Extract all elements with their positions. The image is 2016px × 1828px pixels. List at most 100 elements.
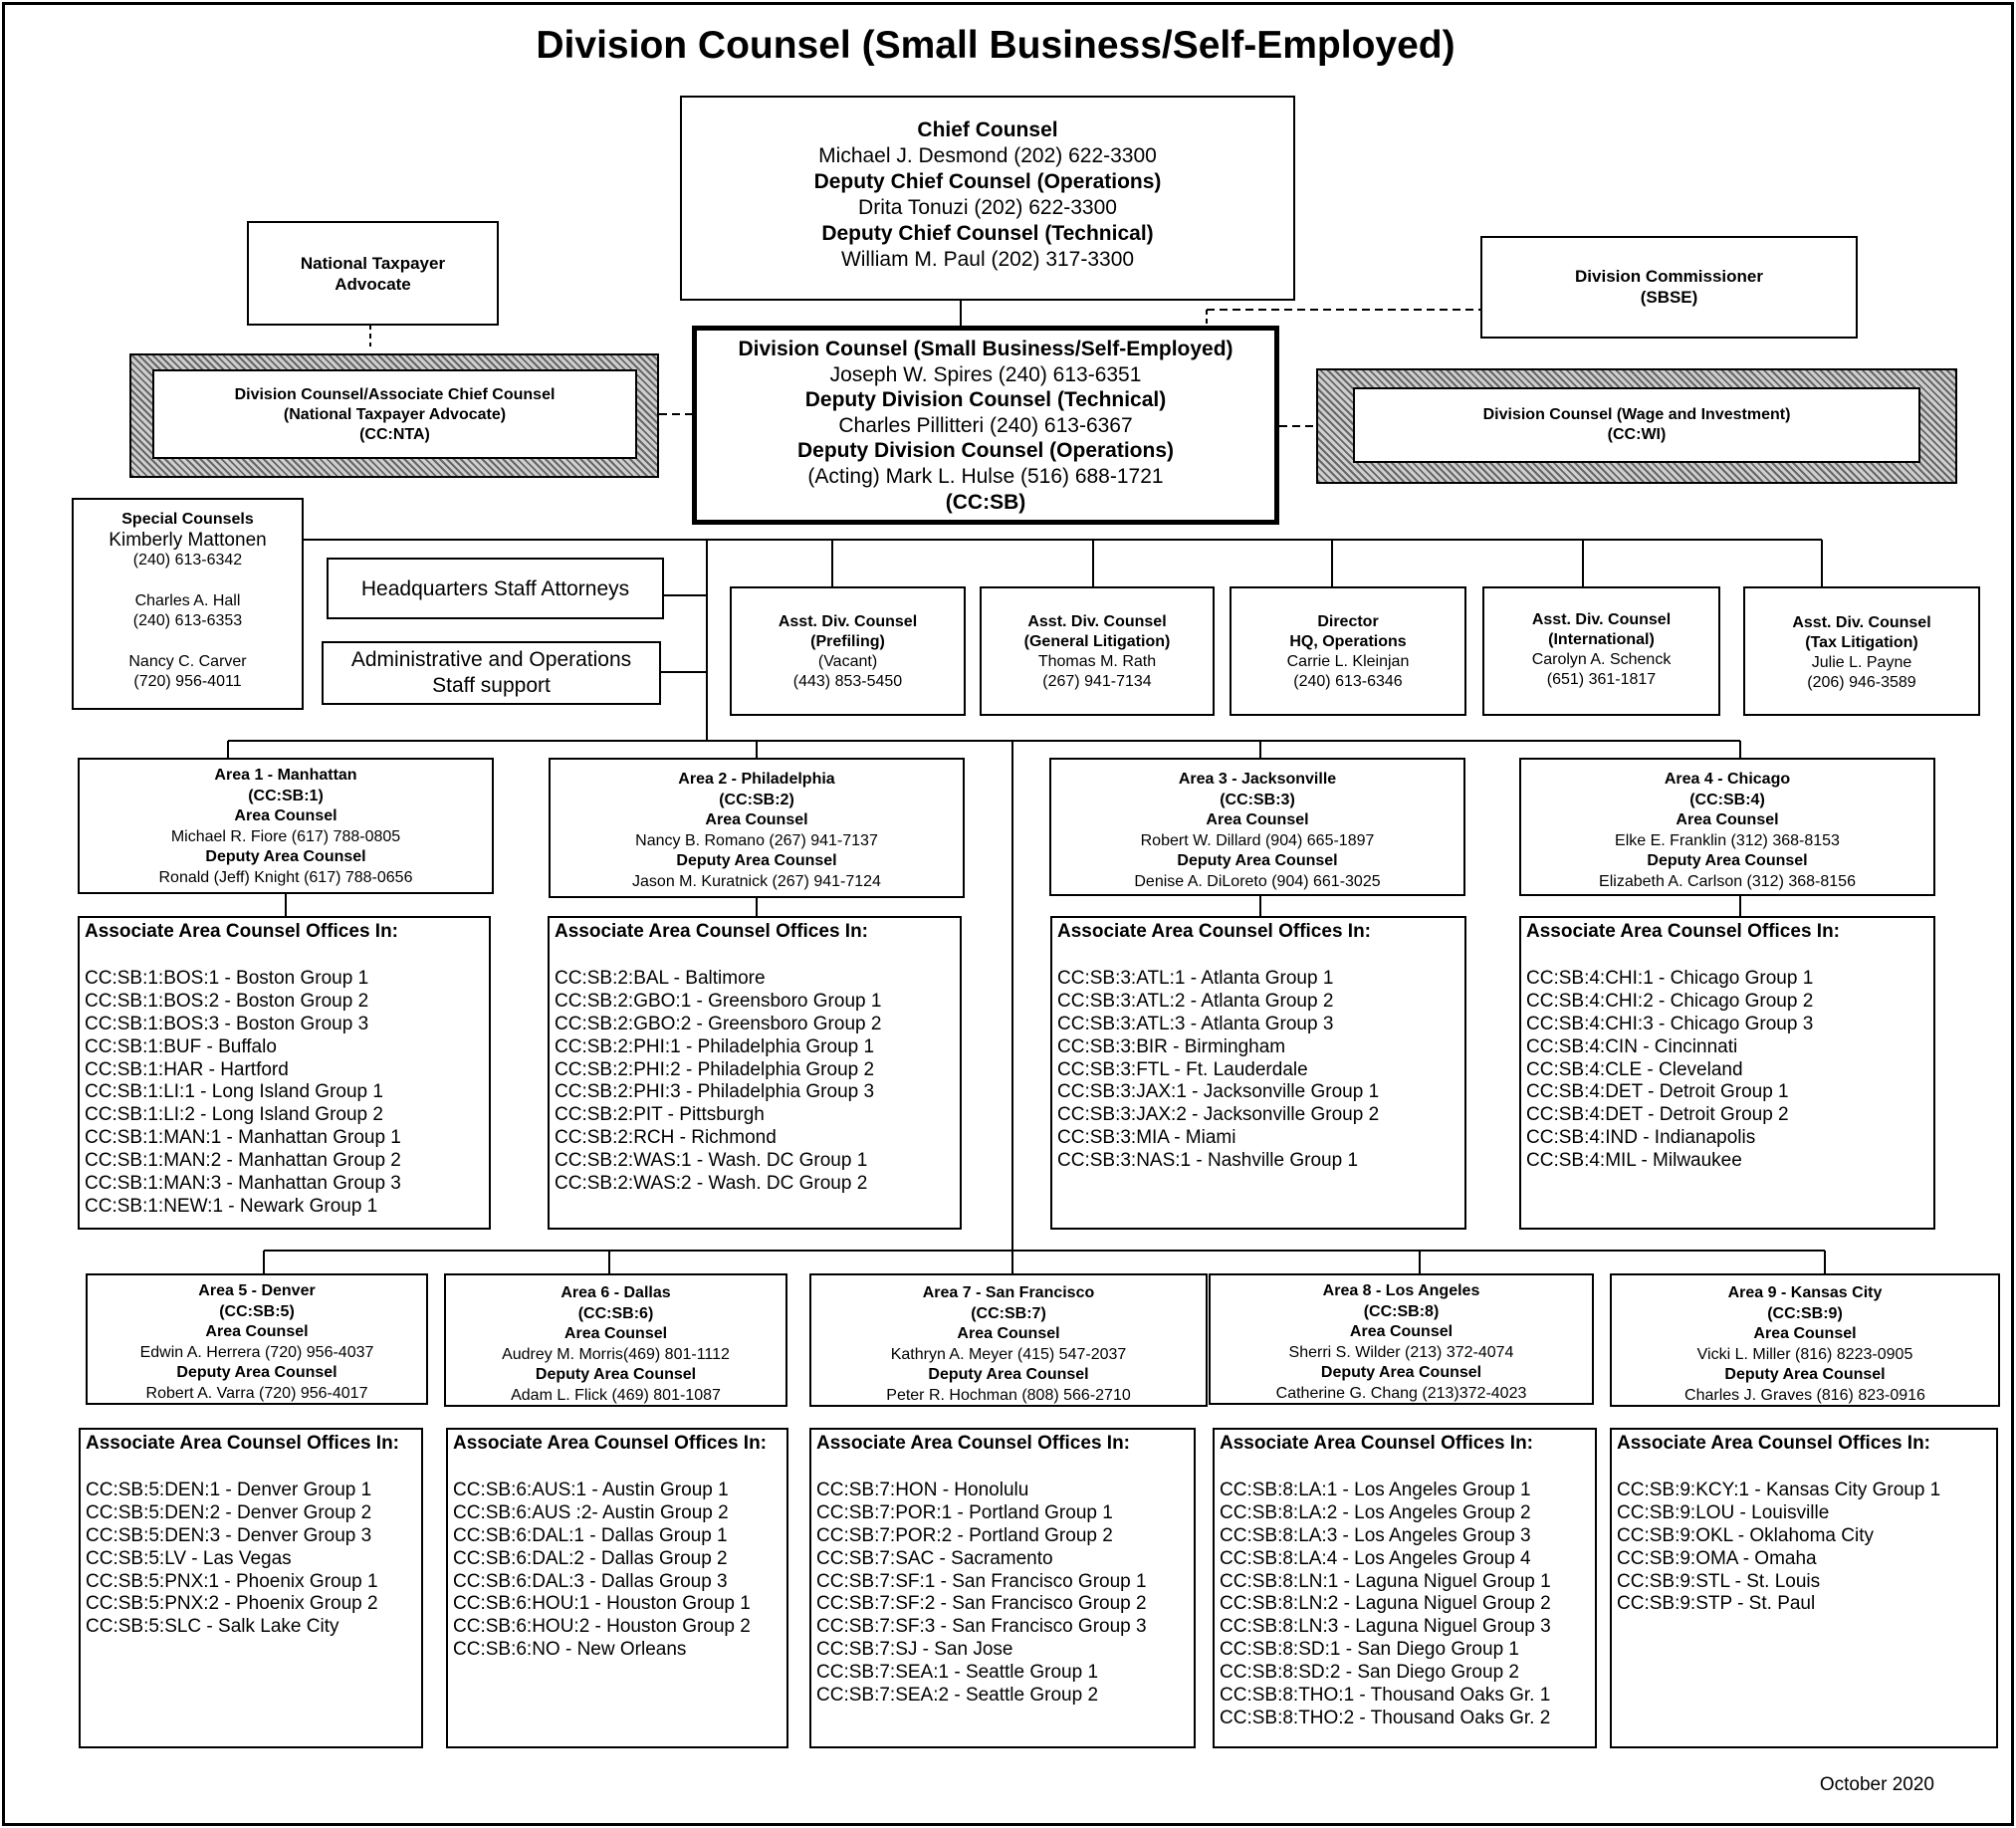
area-6-box: Area 6 - Dallas (CC:SB:6) Area Counsel A… bbox=[444, 1273, 787, 1407]
nta-line1: National Taxpayer bbox=[300, 254, 446, 273]
asst-title: Director bbox=[1317, 613, 1379, 630]
special-counsels-box: Special Counsels Kimberly Mattonen (240)… bbox=[72, 498, 304, 710]
area-3-box: Area 3 - Jacksonville (CC:SB:3) Area Cou… bbox=[1049, 758, 1465, 896]
special-counsel-name: Kimberly Mattonen bbox=[109, 529, 267, 551]
office-item: CC:SB:5:DEN:1 - Denver Group 1 bbox=[86, 1479, 372, 1500]
area-counsel-label: Area Counsel bbox=[957, 1325, 1060, 1342]
deputy-area-counsel-label: Deputy Area Counsel bbox=[176, 1364, 337, 1381]
area-counsel-label: Area Counsel bbox=[234, 807, 337, 824]
office-item: CC:SB:1:BOS:2 - Boston Group 2 bbox=[85, 990, 369, 1012]
deputy-area-counsel-name: Adam L. Flick (469) 801-1087 bbox=[511, 1386, 721, 1404]
office-item: CC:SB:2:PHI:1 - Philadelphia Group 1 bbox=[555, 1035, 875, 1057]
office-item: CC:SB:6:HOU:1 - Houston Group 1 bbox=[453, 1593, 751, 1615]
area-1-offices-box: Associate Area Counsel Offices In: CC:SB… bbox=[78, 916, 491, 1230]
area-7-offices-box: Associate Area Counsel Offices In: CC:SB… bbox=[809, 1428, 1196, 1748]
area-2-offices-box: Associate Area Counsel Offices In: CC:SB… bbox=[548, 916, 962, 1230]
area-name: Area 8 - Los Angeles bbox=[1322, 1282, 1480, 1299]
area-code: (CC:SB:8) bbox=[1363, 1302, 1440, 1320]
office-item: CC:SB:5:PNX:2 - Phoenix Group 2 bbox=[86, 1593, 378, 1615]
offices-heading: Associate Area Counsel Offices In: bbox=[86, 1433, 400, 1454]
area-counsel-name: Elke E. Franklin (312) 368-8153 bbox=[1615, 831, 1840, 849]
special-counsel-name: Charles A. Hall bbox=[134, 591, 241, 609]
office-item: CC:SB:2:RCH - Richmond bbox=[555, 1127, 777, 1149]
area-name: Area 4 - Chicago bbox=[1664, 771, 1791, 788]
offices-heading: Associate Area Counsel Offices In: bbox=[453, 1433, 768, 1454]
asst-box-general-litigation: Asst. Div. Counsel (General Litigation) … bbox=[980, 586, 1215, 716]
area-8-offices-box: Associate Area Counsel Offices In: CC:SB… bbox=[1213, 1428, 1597, 1748]
asst-subtitle: (International) bbox=[1548, 631, 1655, 648]
area-counsel-label: Area Counsel bbox=[205, 1323, 309, 1340]
deputy-chief-ops-title: Deputy Chief Counsel (Operations) bbox=[813, 170, 1162, 193]
office-item: CC:SB:9:STL - St. Louis bbox=[1617, 1570, 1821, 1592]
area-counsel-label: Area Counsel bbox=[563, 1325, 668, 1342]
deputy-area-counsel-name: Catherine G. Chang (213)372-4023 bbox=[1275, 1384, 1527, 1402]
division-counsel-code: (CC:SB) bbox=[945, 490, 1026, 514]
office-item: CC:SB:4:IND - Indianapolis bbox=[1526, 1127, 1756, 1149]
office-item: CC:SB:5:DEN:2 - Denver Group 2 bbox=[86, 1501, 372, 1523]
office-item: CC:SB:7:SF:1 - San Francisco Group 1 bbox=[816, 1570, 1147, 1592]
office-item: CC:SB:3:ATL:2 - Atlanta Group 2 bbox=[1057, 990, 1334, 1012]
area-code: (CC:SB:6) bbox=[577, 1304, 654, 1322]
office-item: CC:SB:1:BUF - Buffalo bbox=[85, 1035, 277, 1057]
office-item: CC:SB:4:CLE - Cleveland bbox=[1526, 1058, 1743, 1080]
area-5-offices-box: Associate Area Counsel Offices In: CC:SB… bbox=[79, 1428, 423, 1748]
office-item: CC:SB:3:MIA - Miami bbox=[1057, 1127, 1236, 1149]
office-item: CC:SB:8:LA:2 - Los Angeles Group 2 bbox=[1220, 1501, 1531, 1523]
asst-box-prefiling: Asst. Div. Counsel (Prefiling) (Vacant) … bbox=[730, 586, 966, 716]
offices-heading: Associate Area Counsel Offices In: bbox=[1057, 921, 1372, 942]
office-item: CC:SB:1:BOS:1 - Boston Group 1 bbox=[85, 967, 369, 989]
office-item: CC:SB:1:MAN:2 - Manhattan Group 2 bbox=[85, 1150, 401, 1172]
asst-subtitle: HQ, Operations bbox=[1289, 633, 1407, 650]
office-item: CC:SB:6:AUS:1 - Austin Group 1 bbox=[453, 1479, 729, 1500]
office-item: CC:SB:3:FTL - Ft. Lauderdale bbox=[1057, 1058, 1308, 1080]
office-item: CC:SB:4:DET - Detroit Group 2 bbox=[1526, 1104, 1789, 1126]
date-label: October 2020 bbox=[1819, 1774, 1934, 1795]
deputy-chief-tech-title: Deputy Chief Counsel (Technical) bbox=[821, 222, 1154, 245]
area-2-box: Area 2 - Philadelphia (CC:SB:2) Area Cou… bbox=[549, 758, 965, 898]
area-counsel-label: Area Counsel bbox=[1206, 811, 1309, 828]
asst-phone: (443) 853-5450 bbox=[792, 673, 903, 690]
area-code: (CC:SB:1) bbox=[248, 787, 324, 804]
asst-subtitle: (Tax Litigation) bbox=[1805, 634, 1918, 651]
office-item: CC:SB:8:THO:1 - Thousand Oaks Gr. 1 bbox=[1220, 1685, 1551, 1707]
office-item: CC:SB:9:STP - St. Paul bbox=[1617, 1593, 1816, 1615]
area-counsel-name: Vicki L. Miller (816) 8223-0905 bbox=[1696, 1345, 1913, 1363]
commissioner-line1: Division Commissioner bbox=[1575, 267, 1763, 286]
area-code: (CC:SB:3) bbox=[1220, 791, 1295, 808]
office-item: CC:SB:6:DAL:2 - Dallas Group 2 bbox=[453, 1547, 728, 1569]
deputy-div-tech-title: Deputy Division Counsel (Technical) bbox=[804, 388, 1167, 412]
nta-counsel-box: Division Counsel/Associate Chief Counsel… bbox=[129, 353, 659, 478]
office-item: CC:SB:5:SLC - Salk Lake City bbox=[86, 1616, 339, 1638]
deputy-area-counsel-name: Jason M. Kuratnick (267) 941-7124 bbox=[632, 872, 881, 890]
office-item: CC:SB:6:DAL:1 - Dallas Group 1 bbox=[453, 1524, 728, 1546]
office-item: CC:SB:9:LOU - Louisville bbox=[1617, 1501, 1830, 1523]
office-item: CC:SB:7:POR:2 - Portland Group 2 bbox=[816, 1524, 1113, 1546]
office-item: CC:SB:2:BAL - Baltimore bbox=[555, 967, 766, 989]
offices-heading: Associate Area Counsel Offices In: bbox=[816, 1433, 1131, 1454]
asst-phone: (240) 613-6346 bbox=[1293, 673, 1403, 690]
area-1-box: Area 1 - Manhattan (CC:SB:1) Area Counse… bbox=[78, 758, 494, 894]
area-counsel-label: Area Counsel bbox=[1676, 811, 1779, 828]
asst-box-tax-litigation: Asst. Div. Counsel (Tax Litigation) Juli… bbox=[1743, 586, 1980, 716]
wi-counsel-box: Division Counsel (Wage and Investment) (… bbox=[1316, 368, 1957, 484]
area-counsel-name: Nancy B. Romano (267) 941-7137 bbox=[635, 831, 878, 849]
office-item: CC:SB:2:PHI:2 - Philadelphia Group 2 bbox=[555, 1058, 875, 1080]
nta-counsel-line2: (National Taxpayer Advocate) bbox=[283, 406, 507, 423]
office-item: CC:SB:8:LN:1 - Laguna Niguel Group 1 bbox=[1220, 1570, 1551, 1592]
hq-staff-label: Headquarters Staff Attorneys bbox=[360, 577, 630, 600]
nta-counsel-line3: (CC:NTA) bbox=[359, 426, 430, 443]
deputy-area-counsel-name: Ronald (Jeff) Knight (617) 788-0656 bbox=[158, 868, 413, 886]
area-counsel-name: Audrey M. Morris(469) 801-1112 bbox=[502, 1345, 730, 1363]
division-counsel-name: Joseph W. Spires (240) 613-6351 bbox=[829, 362, 1142, 386]
offices-heading: Associate Area Counsel Offices In: bbox=[1617, 1433, 1931, 1454]
division-counsel-box: Division Counsel (Small Business/Self-Em… bbox=[692, 326, 1279, 525]
area-name: Area 7 - San Francisco bbox=[922, 1284, 1095, 1301]
area-name: Area 9 - Kansas City bbox=[1727, 1284, 1883, 1301]
asst-name: Thomas M. Rath bbox=[1037, 653, 1157, 670]
office-item: CC:SB:2:GBO:2 - Greensboro Group 2 bbox=[555, 1013, 882, 1034]
deputy-div-tech-name: Charles Pillitteri (240) 613-6367 bbox=[838, 413, 1133, 437]
hq-staff-box: Headquarters Staff Attorneys bbox=[327, 558, 664, 619]
office-item: CC:SB:2:GBO:1 - Greensboro Group 1 bbox=[555, 990, 882, 1012]
offices-heading: Associate Area Counsel Offices In: bbox=[85, 921, 399, 942]
